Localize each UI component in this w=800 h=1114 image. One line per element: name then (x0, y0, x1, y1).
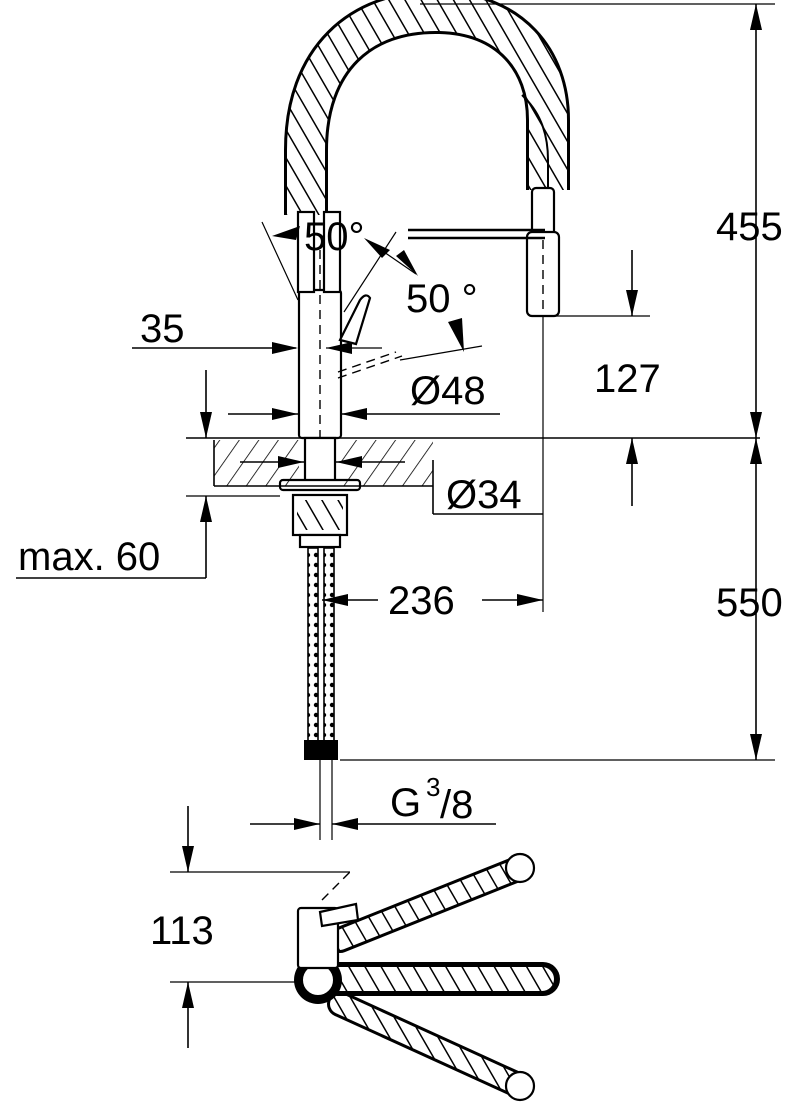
label-top-view-height: 113 (150, 909, 214, 953)
supply-hose-left (307, 547, 319, 749)
supply-hose-right (323, 547, 335, 749)
label-reach: 236 (388, 579, 455, 623)
label-connection-thread: G (390, 781, 421, 825)
lever-handle (338, 294, 372, 346)
countertop (186, 437, 760, 514)
dimension-lines (16, 3, 775, 840)
label-max-deck: max. 60 (18, 535, 160, 579)
label-spout-clearance: 127 (594, 357, 661, 401)
label-connection-denominator: /8 (440, 783, 473, 827)
spout-guide-tube (521, 94, 549, 190)
label-connection-numerator: 3 (426, 772, 440, 802)
label-swivel-angle-right: 50 ° (406, 277, 478, 321)
label-swivel-angle-top: 50° (304, 215, 365, 259)
label-handle-offset: 35 (140, 307, 185, 351)
label-height-spout: 455 (716, 205, 783, 249)
label-height-body: 550 (716, 581, 783, 625)
dimension-labels: 455 550 127 max. 60 236 Ø48 Ø34 35 50° 5… (18, 205, 783, 953)
label-diameter-base: Ø48 (410, 369, 486, 413)
faucet-top-view (170, 806, 560, 1102)
faucet-side-view (278, 0, 570, 760)
spring-coil-spout-fill (287, 0, 567, 215)
label-diameter-hole: Ø34 (446, 473, 522, 517)
